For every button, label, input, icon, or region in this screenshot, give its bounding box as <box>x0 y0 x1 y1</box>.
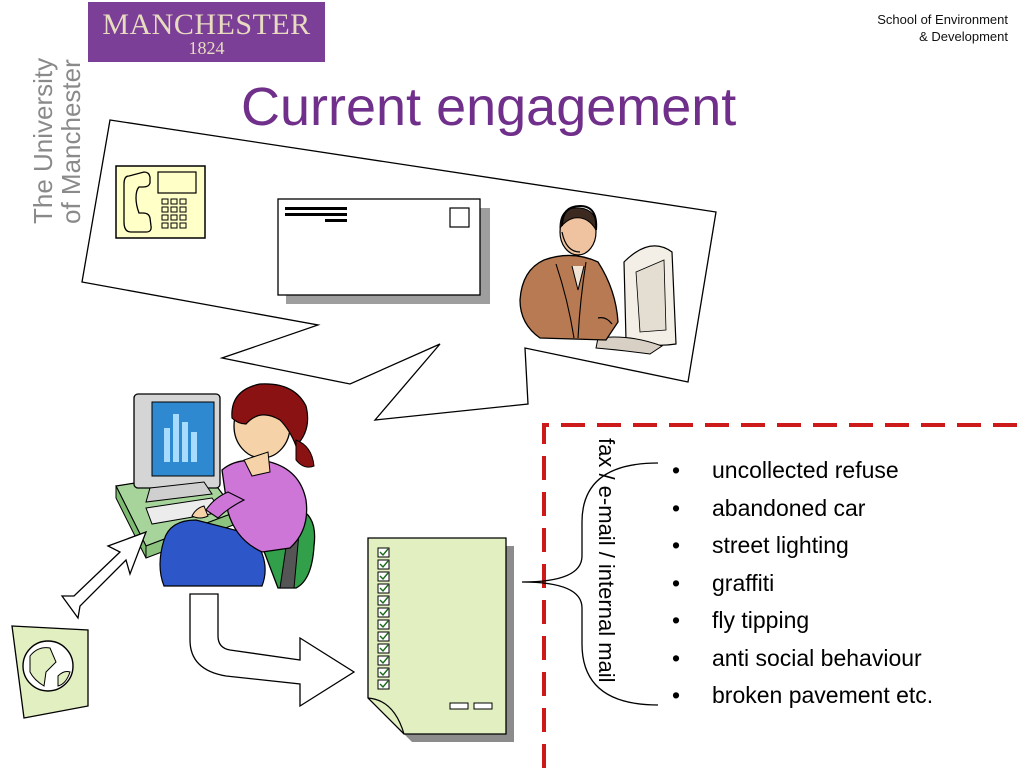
list-item: • broken pavement etc. <box>672 677 933 715</box>
bullet-marker: • <box>672 682 681 708</box>
call-centre-operator-icon <box>519 204 677 355</box>
school-name: School of Environment & Development <box>877 11 1008 45</box>
bullet-marker: • <box>672 457 681 483</box>
globe-document-icon <box>11 625 89 719</box>
issues-list: • uncollected refuse • abandoned car • stre… <box>672 452 933 715</box>
list-item: • graffiti <box>672 565 933 603</box>
issue-text: graffiti <box>712 569 775 596</box>
university-logo: MANCHESTER 1824 <box>88 2 325 62</box>
school-name-line1: School of Environment <box>877 12 1008 27</box>
envelope-icon <box>277 198 490 304</box>
issue-text: broken pavement etc. <box>712 682 934 708</box>
telephone-icon <box>115 165 206 239</box>
bullet-marker: • <box>672 494 681 521</box>
issue-text: anti social behaviour <box>712 644 922 671</box>
channels-label: fax / e-mail / internal mail <box>589 438 623 760</box>
bullet-marker: • <box>672 569 681 596</box>
bullet-marker: • <box>672 607 681 633</box>
office-worker-at-computer-icon <box>115 383 316 589</box>
issue-text: fly tipping <box>712 607 810 633</box>
list-item: • street lighting <box>672 527 933 565</box>
slide-title: Current engagement <box>241 77 737 137</box>
list-item: • fly tipping <box>672 602 933 640</box>
issue-text: street lighting <box>712 532 849 558</box>
bullet-marker: • <box>672 532 681 558</box>
school-name-line2: & Development <box>919 29 1008 44</box>
channels-label-text: fax / e-mail / internal mail <box>594 438 619 683</box>
curved-arrow-icon <box>189 593 356 708</box>
logo-year: 1824 <box>188 38 225 58</box>
checklist-form-icon <box>367 537 514 742</box>
issue-text: uncollected refuse <box>712 457 899 483</box>
logo-wordmark: MANCHESTER <box>102 8 311 41</box>
list-item: • uncollected refuse <box>672 452 933 490</box>
dashed-frame <box>542 423 1024 768</box>
issue-text: abandoned car <box>712 494 866 521</box>
list-item: • anti social behaviour <box>672 640 933 678</box>
list-item: • abandoned car <box>672 490 933 528</box>
double-arrow-icon <box>60 530 148 620</box>
curly-brace <box>521 462 659 706</box>
bullet-marker: • <box>672 644 681 671</box>
